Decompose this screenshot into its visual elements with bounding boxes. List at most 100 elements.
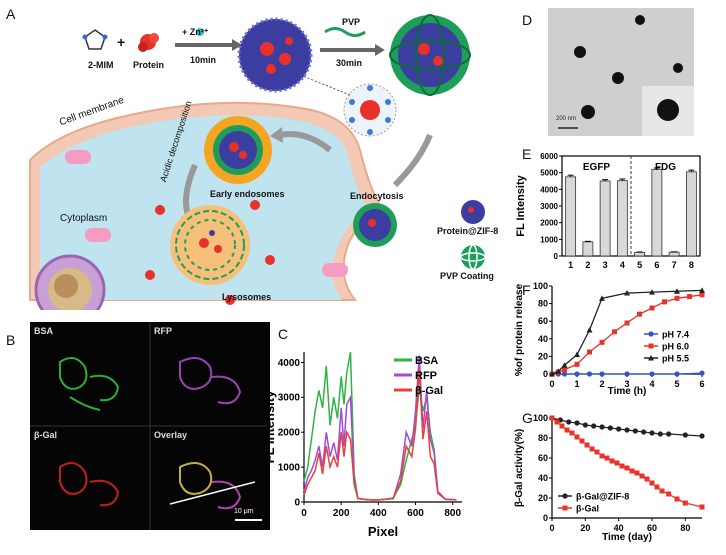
microscopy-grid: BSA RFP β-Gal Overlay 10 μm [30,322,270,530]
x-tick-label: 60 [647,523,657,533]
data-point [582,422,588,428]
early-endosome [204,116,272,184]
data-point [624,371,630,377]
overlay-cells [179,462,242,510]
x-tick-label: 6 [699,379,704,389]
mim-molecule [82,29,108,50]
data-point [649,289,655,295]
panel-label-e: E [522,146,532,162]
legend-marker [562,505,568,511]
lysosome-decomposition [170,205,250,285]
x-tick-label: 20 [580,523,590,533]
data-point [649,305,655,311]
endocytosis-label: Endocytosis [350,191,404,201]
data-point [609,458,615,464]
protein-zif-particle [237,17,313,93]
x-tick-label: 600 [407,508,424,519]
rfp-cells [179,357,242,405]
data-point [599,295,605,301]
x-tick-label: 0 [549,523,554,533]
data-point [562,367,567,373]
zn-ion [196,28,204,36]
x-tick-label: 5 [637,260,642,270]
data-point [619,463,625,469]
bar-2 [582,241,594,257]
data-point [549,371,555,377]
data-point [574,361,580,367]
data-point [554,419,560,425]
data-point [607,425,613,431]
x-tick-label: 0 [549,379,554,389]
zn-label: + Zn²⁺ [182,27,209,37]
x-tick-label: 3 [624,379,629,389]
data-point [666,491,672,497]
y-tick-label: 60 [538,453,548,463]
panel-label-g: G [522,410,533,426]
legend-label: β-Gal [576,504,599,514]
protein-label: Protein [133,60,165,70]
data-point [564,427,570,433]
x-tick-label: 1 [574,379,579,389]
quadrant-label-rfp: RFP [154,326,172,336]
nucleus [34,254,106,310]
group-label-fdg: FDG [655,162,676,173]
legend-protein-zif-label: Protein@ZIF-8 [437,226,499,236]
panel-a-schematic [29,14,486,310]
scale-bar-label: 10 μm [234,508,254,515]
data-point [587,349,592,355]
data-point [699,287,705,293]
bar-5 [634,251,646,257]
data-point [555,368,562,374]
x-tick-label: 4 [620,260,625,270]
quadrant-label-bsa: BSA [34,326,54,336]
tem-scale-label: 200 nm [556,116,577,122]
released-protein [250,200,260,210]
y-tick-label: 60 [538,316,548,326]
data-point [659,488,665,494]
y-tick-label: 4000 [278,358,301,369]
data-point [666,431,672,437]
y-tick-label: 0 [294,497,300,508]
y-tick-label: 0 [543,513,548,523]
bar-1 [565,176,577,257]
data-point [612,329,617,335]
data-point [561,371,568,377]
released-protein [265,255,275,265]
y-tick-label: 6000 [540,152,558,161]
early-endosomes-label: Early endosomes [210,189,285,199]
data-point [566,419,572,425]
data-point [687,294,692,300]
y-tick-label: 0 [543,369,548,379]
y-axis-title: FL Intensity [262,390,277,463]
data-point [579,438,585,444]
legend-marker [648,355,654,361]
lysosomes-label: Lysosomes [222,292,272,302]
gal-cells [59,462,120,507]
y-tick-label: 20 [538,351,548,361]
data-point [574,351,580,358]
data-point [682,432,688,438]
data-point [569,430,575,436]
panel-label-b: B [6,332,16,348]
data-point [599,339,605,345]
legend-marker [562,493,568,499]
x-tick-label: 2 [585,260,590,270]
y-tick-label: 2000 [540,219,558,228]
lysosome-vesicle [65,150,91,164]
x-tick-label: 8 [689,260,694,270]
step1-time: 10min [190,55,217,65]
panel-label-d: D [522,12,533,28]
data-point [649,480,655,486]
profile-line [169,481,256,505]
released-protein [155,205,165,215]
data-point [649,430,655,436]
y-tick-label: 80 [538,433,548,443]
data-point [662,299,667,305]
x-tick-label: 7 [672,260,677,270]
bar-3 [599,180,611,257]
x-tick-label: 800 [444,508,461,519]
quadrant-label-gal: β-Gal [34,430,57,440]
data-point [574,420,580,426]
